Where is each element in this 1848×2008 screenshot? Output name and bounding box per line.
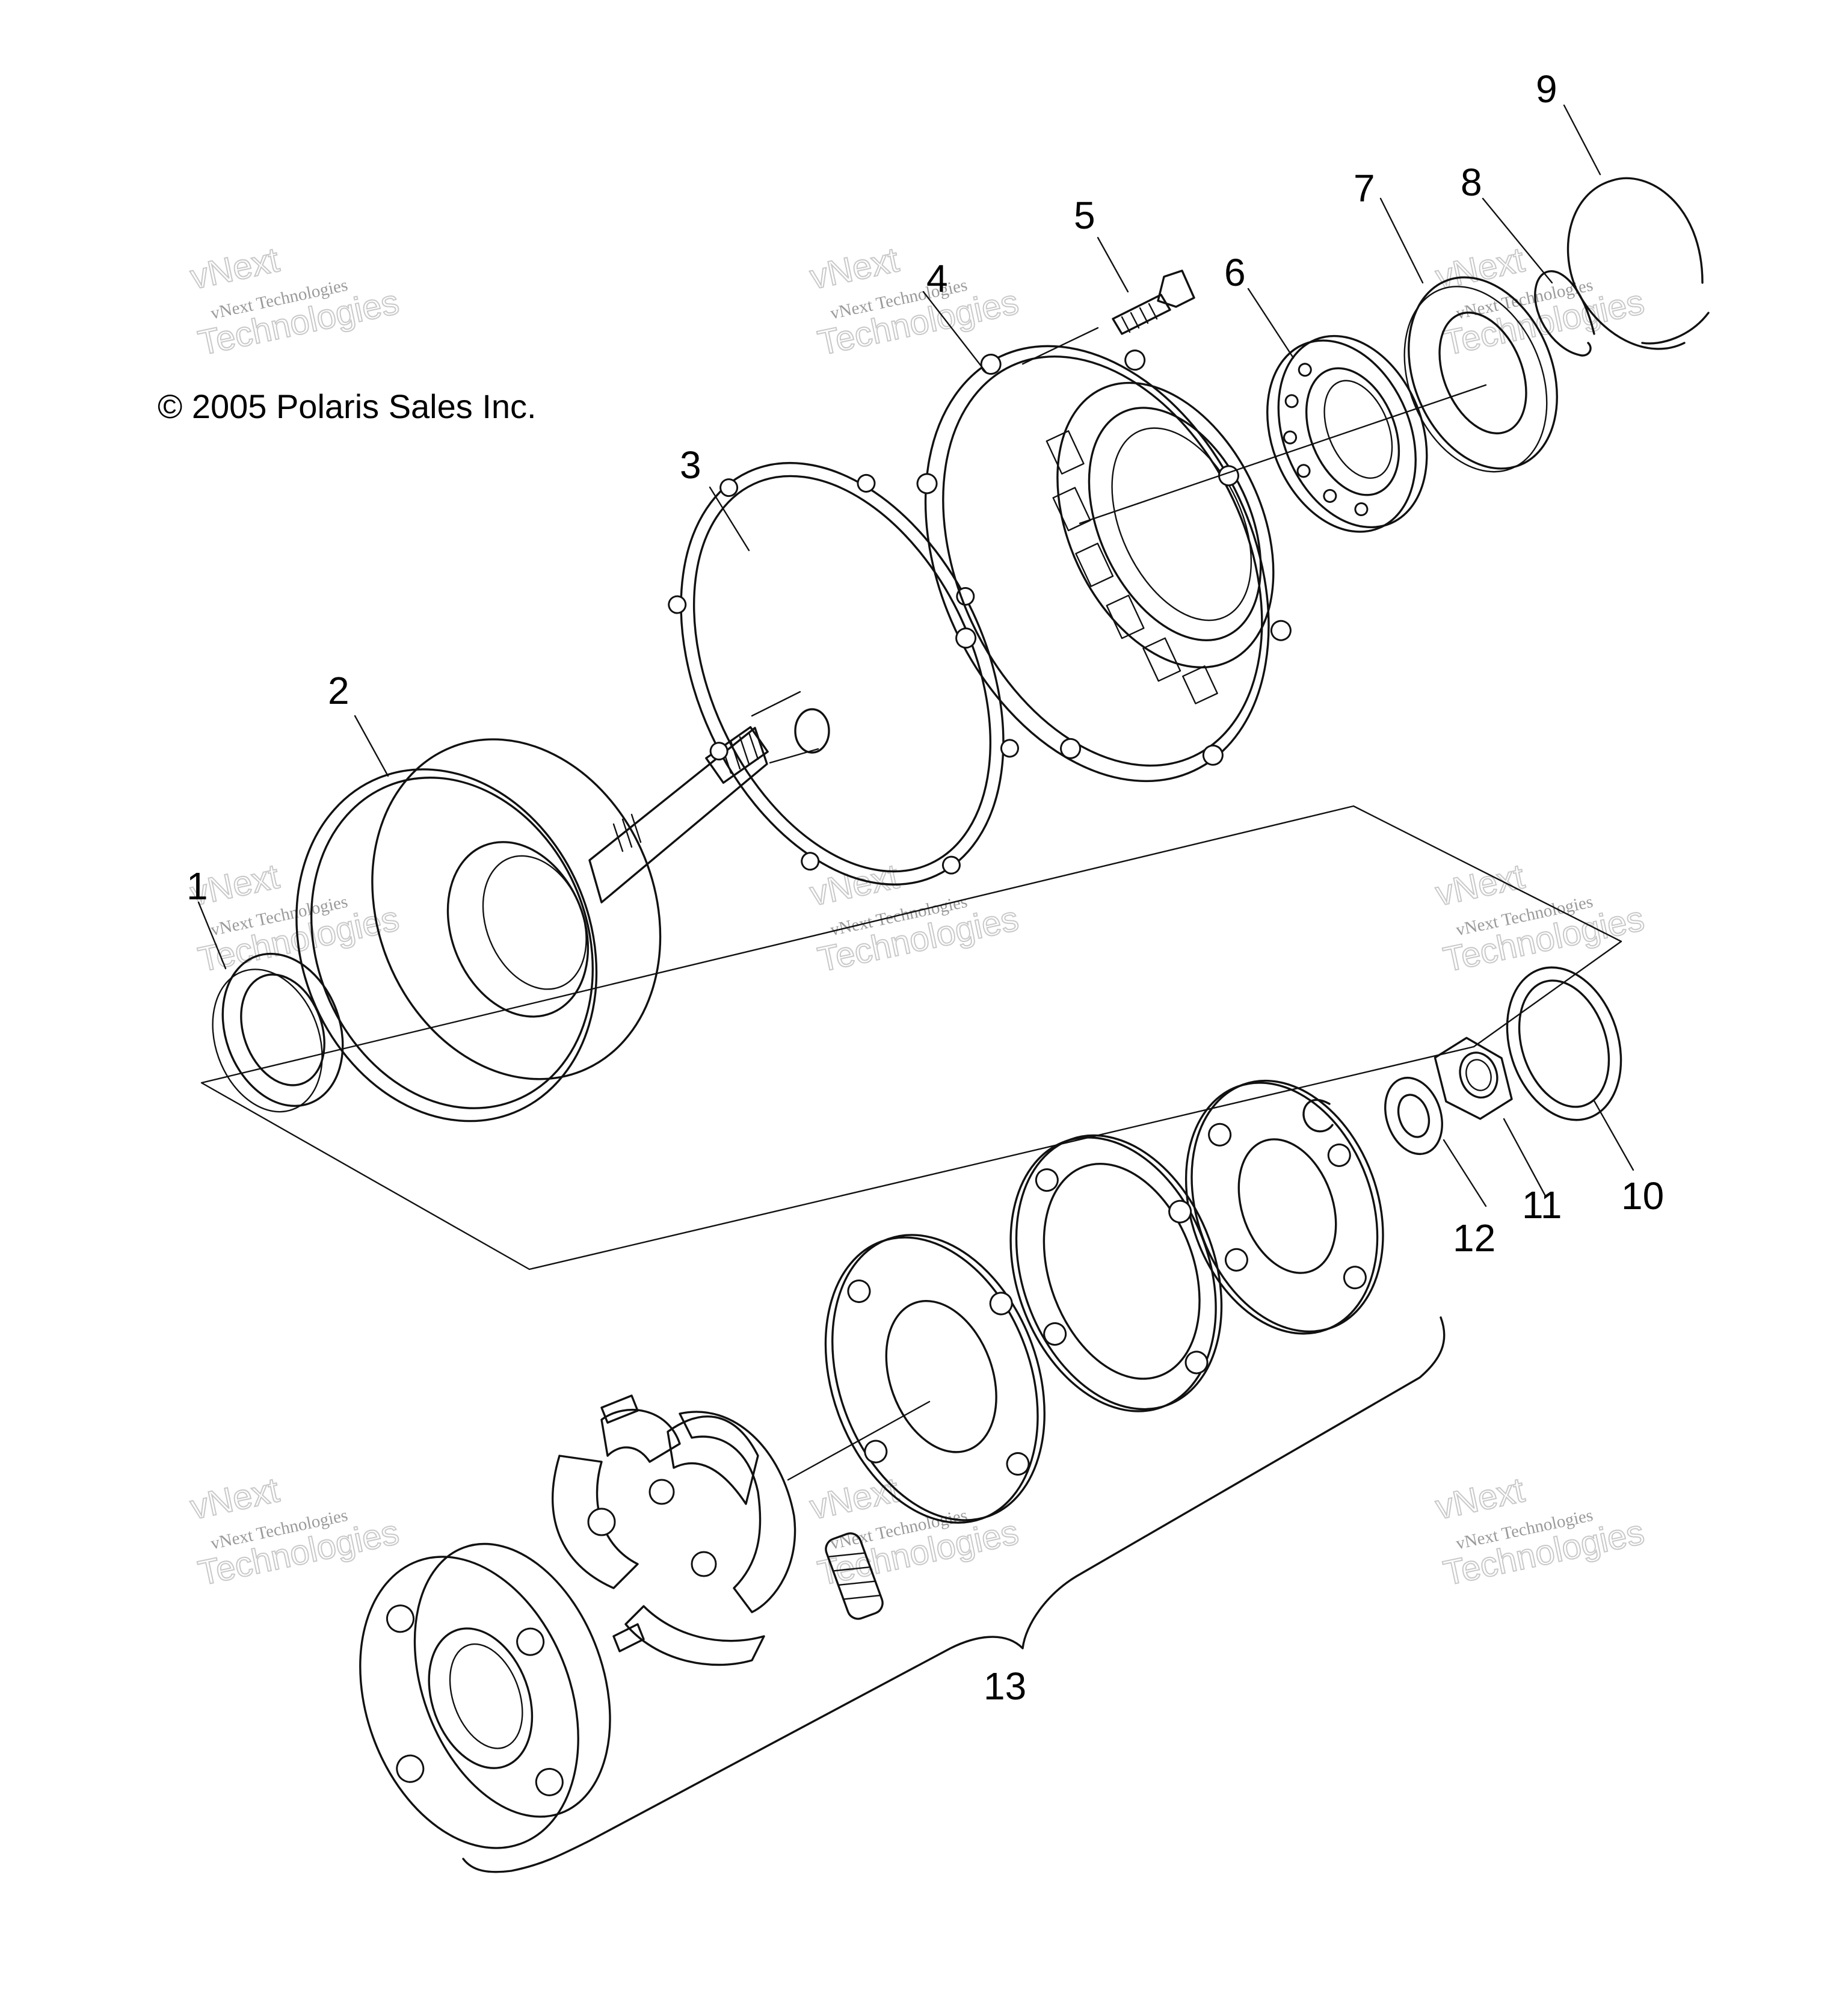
axis-line-lower [787,1400,931,1481]
bracket-13 [462,1316,1446,1873]
callout-3: 3 [680,443,701,487]
part-12-lock-washer [1384,1076,1443,1156]
part-5-bolt [1021,269,1195,365]
callout-7: 7 [1354,167,1375,210]
part-3-gasket [668,461,1019,886]
callout-10: 10 [1621,1174,1664,1218]
part-13-clutch-shoes [552,1394,796,1666]
watermark-line1: vNext [1432,857,1528,913]
callout-1: 1 [186,864,208,908]
watermark: vNext vNext Technologies Technologies [806,239,1023,363]
watermark: vNext vNext Technologies Technologies [1432,239,1648,363]
callout-9: 9 [1536,67,1557,111]
callout-6: 6 [1224,251,1246,294]
part-13-backing-plate [359,1542,611,1849]
watermark-line1: vNext [807,240,902,297]
watermark: vNext vNext Technologies Technologies [1432,856,1648,980]
leader-lines [197,104,1634,1207]
watermark-line1: vNext [1432,1470,1528,1527]
watermark: vNext vNext Technologies Technologies [186,239,403,363]
part-10-washer [1506,966,1622,1121]
callout-11: 11 [1522,1183,1562,1227]
watermark-line1: vNext [187,240,283,297]
watermark-line1: vNext [807,1470,902,1527]
callout-5: 5 [1074,194,1095,237]
callout-4: 4 [926,257,948,300]
part-4-cover [916,345,1292,783]
watermark-line1: vNext [187,1470,283,1527]
axis-line-upper [1079,384,1487,525]
watermark: vNext vNext Technologies Technologies [186,1470,403,1594]
watermark: vNext vNext Technologies Technologies [1432,1470,1648,1594]
part-13-clutch-plate-a [1184,1079,1384,1335]
part-7-washer [1403,276,1558,473]
callout-labels: 1 2 3 4 5 6 7 8 9 10 11 12 13 [186,67,1664,1708]
callout-8: 8 [1461,161,1482,204]
part-13-clutch-plate-c [824,1234,1046,1524]
part-1-seal [212,952,344,1113]
part-13-spring [825,1532,884,1620]
callout-13: 13 [984,1665,1026,1708]
part-11-nut [1434,1036,1513,1120]
callout-2: 2 [328,669,350,712]
copyright-text: © 2005 Polaris Sales Inc. [158,387,537,425]
part-9-retaining-ring [1566,177,1710,350]
assembly-frame [200,805,1622,1270]
e-clip [1302,1098,1334,1133]
part-6-bearing [1266,334,1428,533]
part-8-snap-ring [1534,270,1595,357]
part-13-clutch-plate-b [1009,1134,1223,1412]
callout-12: 12 [1453,1216,1495,1260]
